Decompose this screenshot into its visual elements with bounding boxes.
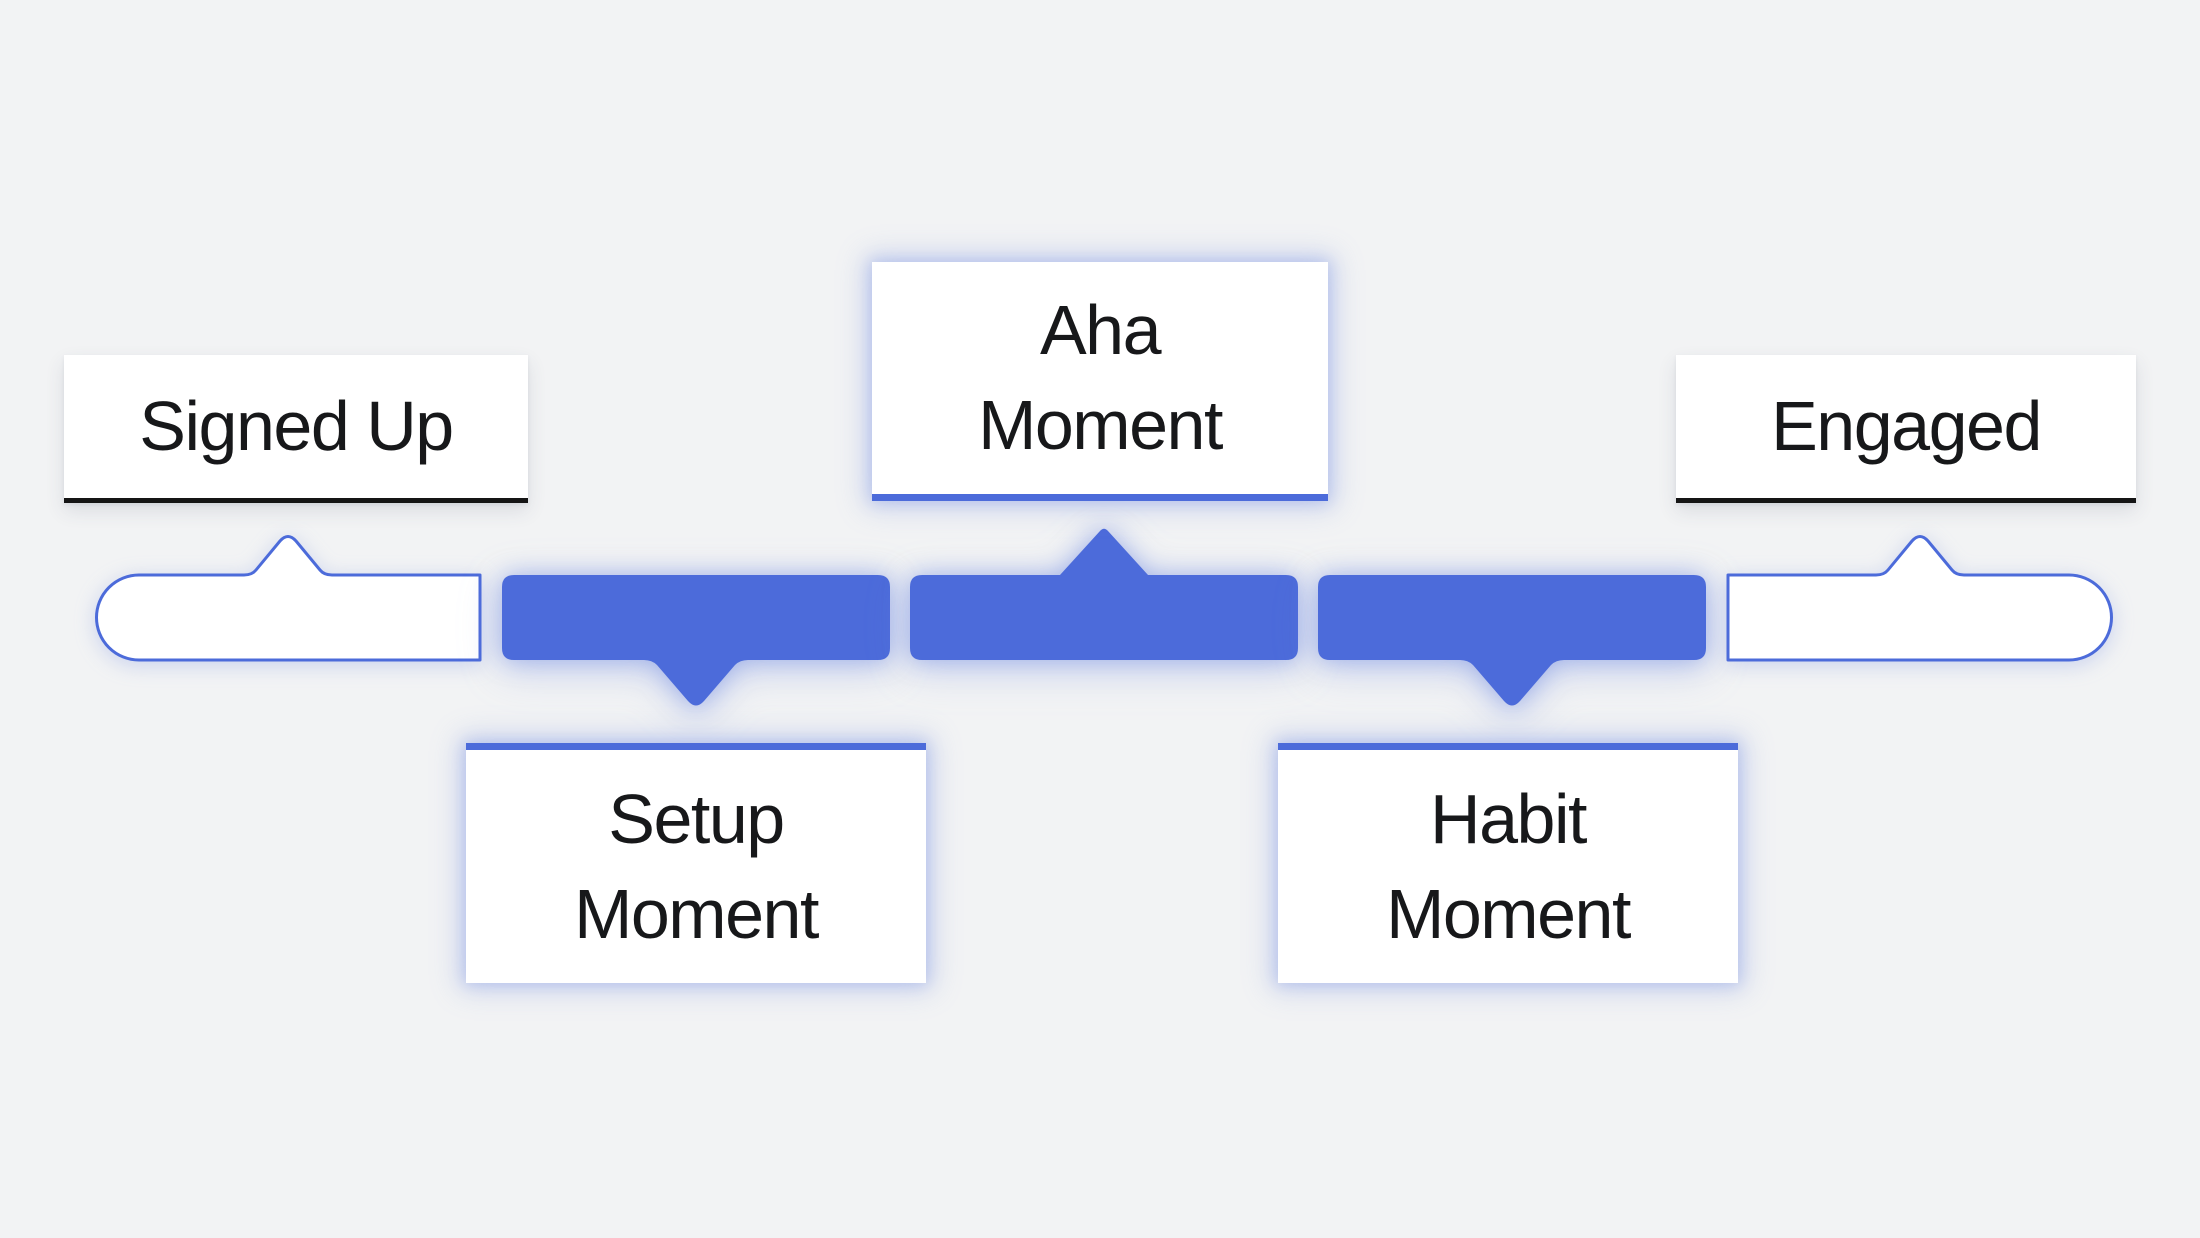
- segment-engaged-shape: [1726, 535, 2113, 662]
- stage-card-setup-moment[interactable]: Setup Moment: [466, 743, 926, 983]
- segment-signed-up[interactable]: [94, 525, 482, 720]
- stage-card-aha-moment[interactable]: Aha Moment: [872, 262, 1328, 501]
- segment-habit-moment-shape: [1318, 575, 1706, 706]
- segment-habit-moment[interactable]: [1318, 525, 1706, 720]
- segment-setup-moment-shape: [502, 575, 890, 706]
- segment-aha-moment[interactable]: [910, 525, 1298, 720]
- stage-card-engaged[interactable]: Engaged: [1676, 355, 2136, 503]
- stage-card-signed-up[interactable]: Signed Up: [64, 355, 528, 503]
- segment-signed-up-shape: [95, 535, 482, 662]
- stage-label-setup-moment: Setup Moment: [574, 779, 819, 953]
- segment-setup-moment[interactable]: [502, 525, 890, 720]
- stage-card-habit-moment[interactable]: Habit Moment: [1278, 743, 1738, 983]
- stage-label-engaged: Engaged: [1771, 387, 2042, 465]
- stage-label-signed-up: Signed Up: [139, 387, 454, 465]
- segment-aha-moment-shape: [910, 528, 1298, 660]
- segment-engaged[interactable]: [1726, 525, 2114, 720]
- stage-label-aha-moment: Aha Moment: [978, 291, 1223, 464]
- stage-label-habit-moment: Habit Moment: [1386, 779, 1631, 953]
